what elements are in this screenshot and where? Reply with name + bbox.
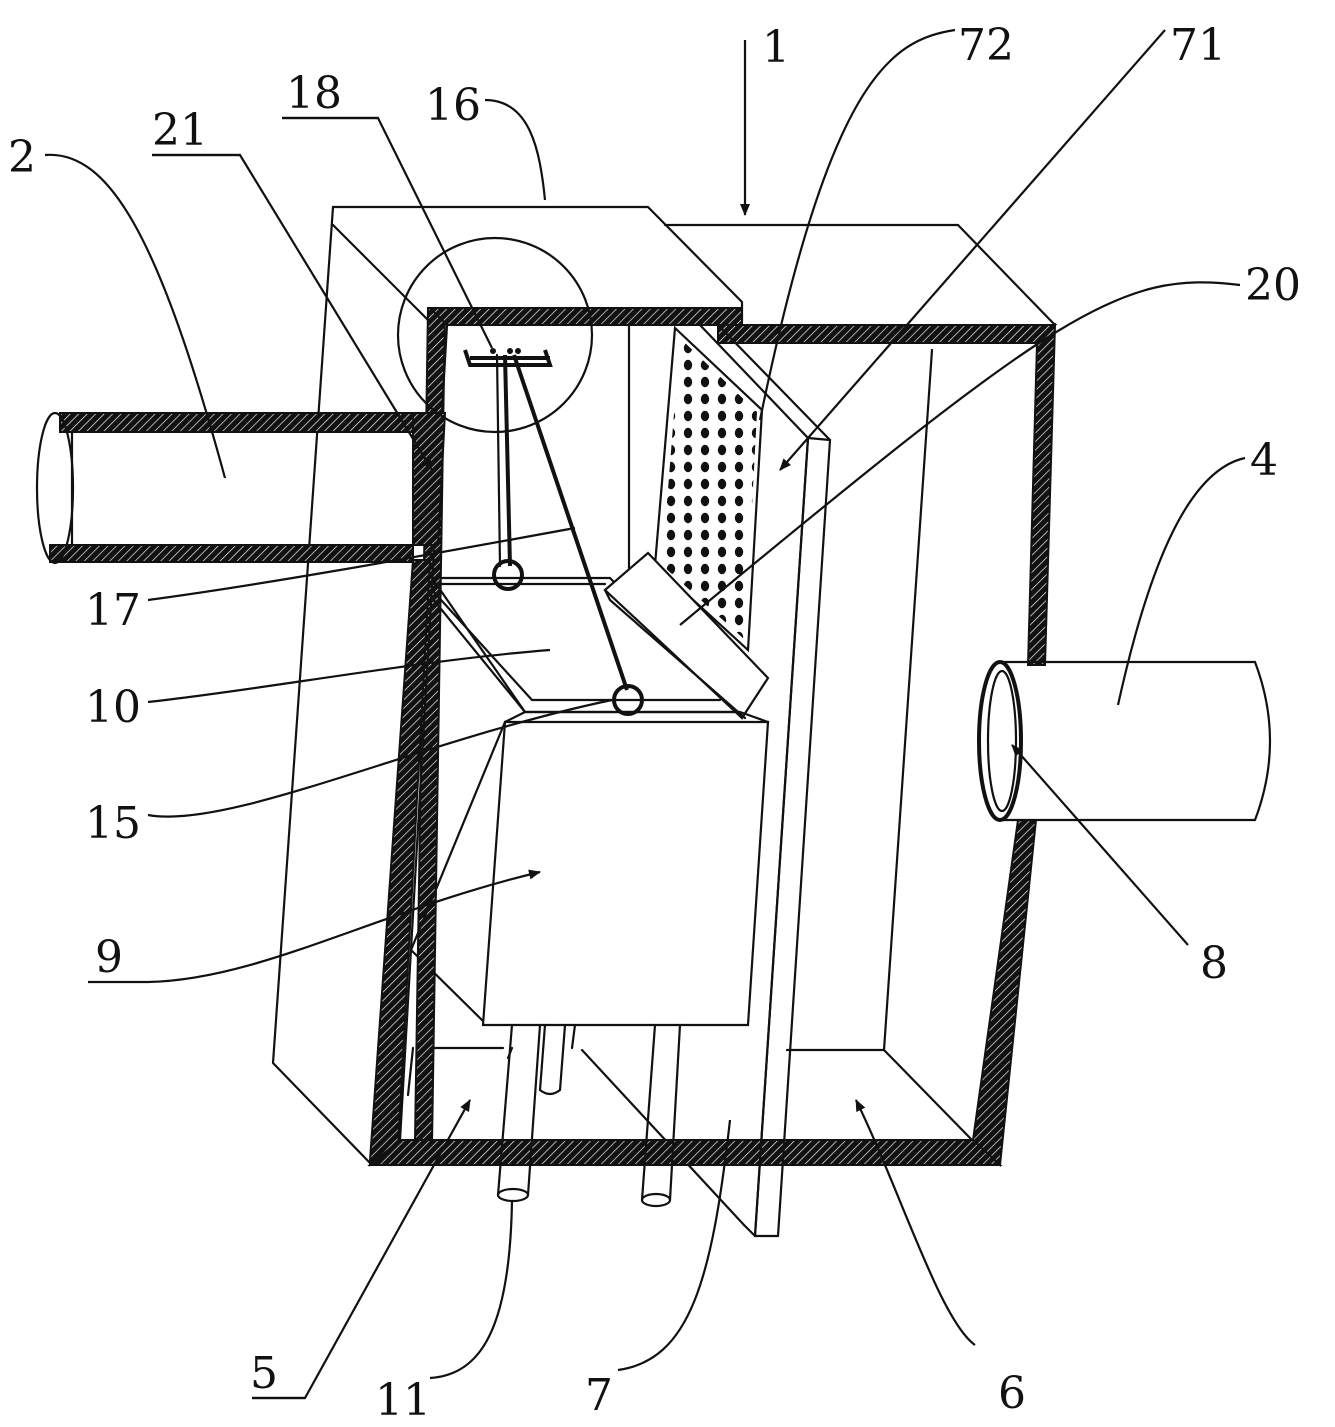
filter-plate [653, 325, 764, 653]
label-9: 9 [95, 932, 123, 983]
detail-circle [396, 236, 594, 434]
label-18: 18 [286, 68, 342, 119]
label-2: 2 [8, 132, 36, 183]
container-box [409, 710, 770, 1027]
inlet-pipe [35, 411, 447, 565]
label-1: 1 [762, 22, 790, 73]
reference-numerals: 1 72 71 20 18 16 21 2 4 17 10 15 9 8 5 1… [8, 20, 1301, 1426]
label-17: 17 [85, 585, 141, 636]
outlet-pipe [977, 660, 1272, 822]
label-20: 20 [1245, 260, 1301, 311]
label-71: 71 [1170, 20, 1226, 71]
label-72: 72 [958, 20, 1014, 71]
leader-lines [44, 28, 1246, 1400]
label-10: 10 [85, 682, 141, 733]
label-4: 4 [1250, 435, 1278, 486]
label-21: 21 [152, 105, 208, 156]
label-7: 7 [585, 1370, 613, 1421]
tilted-flap [603, 551, 770, 720]
label-6: 6 [998, 1368, 1026, 1419]
housing-back-walls [271, 205, 1057, 1227]
divider-plate [698, 323, 832, 1238]
legs [496, 1023, 682, 1208]
hook-assembly [463, 348, 644, 716]
label-5: 5 [250, 1348, 278, 1399]
label-11: 11 [375, 1375, 431, 1426]
label-15: 15 [85, 798, 141, 849]
label-8: 8 [1200, 938, 1228, 989]
label-16: 16 [425, 80, 481, 131]
